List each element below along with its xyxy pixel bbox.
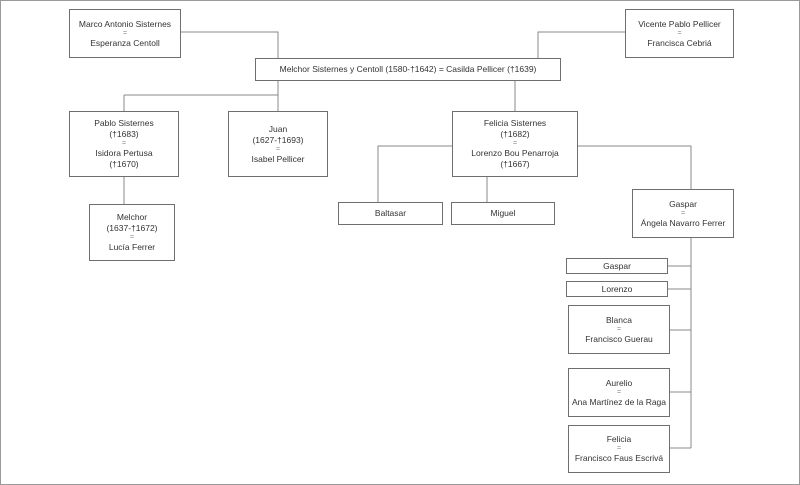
marriage-symbol: =: [275, 145, 281, 153]
connector-vicente-to-root: [537, 31, 625, 58]
spouse-name: Francisco Faus Escrivá: [574, 453, 664, 463]
person-name: Felicia: [606, 434, 632, 444]
marriage-symbol: =: [121, 140, 127, 147]
person-lorenzo: Lorenzo: [566, 281, 668, 297]
person-name: Pablo Sisternes: [94, 118, 154, 128]
person-name: Baltasar: [374, 208, 407, 218]
person-gaspar-parent: Gaspar = Ángela Navarro Ferrer: [632, 189, 734, 238]
spouse-dates: (†1670): [109, 159, 139, 169]
person-name: Blanca: [606, 314, 632, 325]
marriage-symbol: =: [677, 29, 682, 37]
person-marco-antonio-sisternes: Marco Antonio Sisternes = Esperanza Cent…: [69, 9, 181, 58]
spouse-name: Isidora Pertusa: [95, 148, 153, 158]
person-name: Miguel: [490, 208, 516, 218]
person-aurelio: Aurelio = Ana Martínez de la Raga: [568, 368, 670, 417]
spouse-name: Ángela Navarro Ferrer: [640, 217, 726, 228]
connector-marco-to-root: [181, 31, 279, 58]
spouse-name: Francisca Cebriá: [647, 37, 712, 48]
marriage-symbol: =: [616, 325, 622, 333]
spouse-name: Esperanza Centoll: [90, 37, 160, 48]
marriage-symbol: =: [512, 140, 518, 147]
spouse-name: Lorenzo Bou Penarroja: [471, 148, 559, 158]
person-melchor-sisternes-y-centoll: Melchor Sisternes y Centoll (1580-†1642)…: [255, 58, 561, 81]
person-name: Gaspar: [603, 260, 631, 271]
person-name: Vicente Pablo Pellicer: [638, 18, 721, 29]
person-miguel: Miguel: [451, 202, 555, 225]
marriage-symbol: =: [616, 445, 622, 452]
person-name: Marco Antonio Sisternes: [78, 18, 172, 29]
person-dates: (†1682): [500, 129, 530, 139]
person-felicia-sisternes: Felicia Sisternes (†1682) = Lorenzo Bou …: [452, 111, 578, 177]
person-pablo-sisternes: Pablo Sisternes (†1683) = Isidora Pertus…: [69, 111, 179, 177]
person-name: Felicia Sisternes: [483, 118, 547, 128]
person-name: Aurelio: [605, 377, 633, 388]
marriage-symbol: =: [616, 388, 622, 396]
connector-felicia-to-baltasar: [377, 145, 452, 202]
person-baltasar: Baltasar: [338, 202, 443, 225]
marriage-symbol: =: [129, 234, 135, 241]
person-dates: (†1683): [109, 129, 139, 139]
marriage-symbol: =: [680, 209, 686, 217]
person-dates: (1637-†1672): [106, 223, 158, 233]
person-felicia-child: Felicia = Francisco Faus Escrivá: [568, 425, 670, 473]
marriage-symbol: =: [122, 29, 128, 37]
person-blanca: Blanca = Francisco Guerau: [568, 305, 670, 354]
person-name: Juan: [268, 123, 288, 134]
spouse-name: Lucía Ferrer: [108, 242, 156, 252]
person-vicente-pablo-pellicer: Vicente Pablo Pellicer = Francisca Cebri…: [625, 9, 734, 58]
couple-label: Melchor Sisternes y Centoll (1580-†1642)…: [279, 64, 537, 74]
person-gaspar-child: Gaspar: [566, 258, 668, 274]
spouse-name: Ana Martínez de la Raga: [571, 396, 667, 407]
spouse-name: Francisco Guerau: [585, 333, 653, 344]
connector-felicia-to-gaspar: [578, 145, 692, 189]
person-dates: (1627-†1693): [252, 134, 304, 145]
person-name: Melchor: [116, 212, 148, 222]
spouse-dates: (†1667): [500, 159, 530, 169]
person-name: Gaspar: [669, 198, 697, 209]
person-name: Lorenzo: [601, 283, 633, 294]
person-melchor: Melchor (1637-†1672) = Lucía Ferrer: [89, 204, 175, 261]
person-juan: Juan (1627-†1693) = Isabel Pellicer: [228, 111, 328, 177]
spouse-name: Isabel Pellicer: [251, 153, 305, 164]
